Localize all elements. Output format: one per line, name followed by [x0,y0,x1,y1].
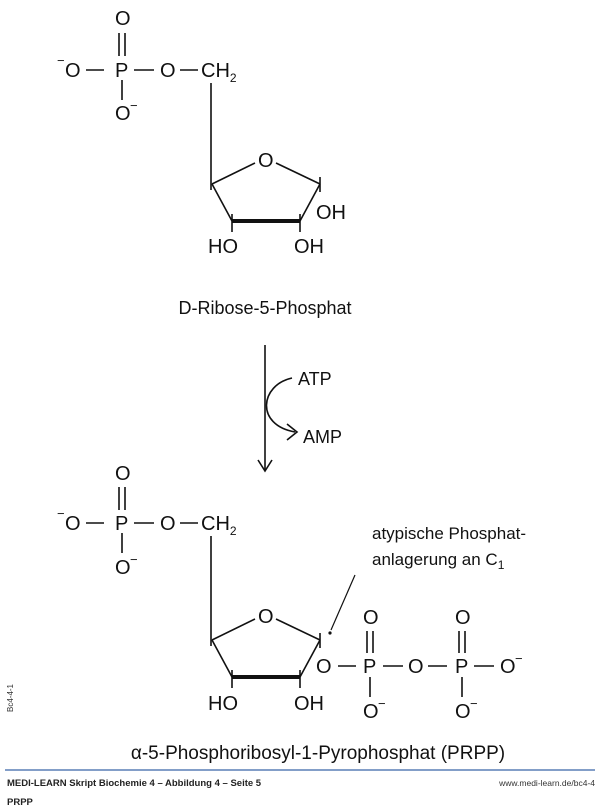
charge: − [57,53,65,68]
ring-o: O [258,606,274,628]
annotation-line1: atypische Phosphat- [372,524,526,543]
atom-o: O [363,701,379,723]
charge: − [378,696,386,711]
atom-o: O [455,701,471,723]
atom-o: O [65,513,81,535]
charge: − [130,552,138,567]
side-label: Bc4-4-1 [6,683,15,712]
atom-o: O [115,103,131,125]
atom-o: O [363,607,379,629]
atom-o: O [160,513,176,535]
atom-o: O [408,656,424,678]
charge: − [470,696,478,711]
footer-caption: PRPP [7,797,34,808]
atom-ch2: CH2 [201,60,237,85]
atom-p: P [363,656,376,678]
annotation-dot [328,631,332,635]
atom-p: P [115,513,128,535]
atom-o: O [455,607,471,629]
atom-p: P [455,656,468,678]
atom-o: O [500,656,516,678]
annotation-line2: anlagerung an C1 [372,550,505,572]
atom-o: O [316,656,332,678]
atom-ch2: CH2 [201,513,237,538]
oh-c2: OH [294,693,324,715]
charge: − [57,506,65,521]
ring-o: O [258,150,274,172]
amp-label: AMP [303,427,342,447]
footer-url[interactable]: www.medi-learn.de/bc4-4 [498,778,595,788]
ho-c3: HO [208,693,238,715]
atom-o: O [115,557,131,579]
top-molecule-name: D-Ribose-5-Phosphat [178,298,351,318]
footer-source: MEDI-LEARN Skript Biochemie 4 – Abbildun… [7,778,262,789]
atom-p: P [115,60,128,82]
ho-c3: HO [208,236,238,258]
prpp-structure: O − O P O CH2 O − O HO OH O P O P O [57,463,526,764]
atom-o-double: O [115,8,131,30]
reaction-arrow: ATP AMP [257,345,342,473]
atom-o: O [115,463,131,485]
charge: − [515,651,523,666]
oh-c1: OH [316,202,346,224]
bottom-molecule-name: α-5-Phosphoribosyl-1-Pyrophosphat (PRPP) [131,743,505,764]
oh-c2: OH [294,236,324,258]
charge: − [130,98,138,113]
atp-label: ATP [298,369,332,389]
ribose-5-phosphate-structure: O − O P O CH2 O − O OH HO OH D-Ribose-5-… [57,8,352,318]
atom-o: O [65,60,81,82]
atom-o: O [160,60,176,82]
